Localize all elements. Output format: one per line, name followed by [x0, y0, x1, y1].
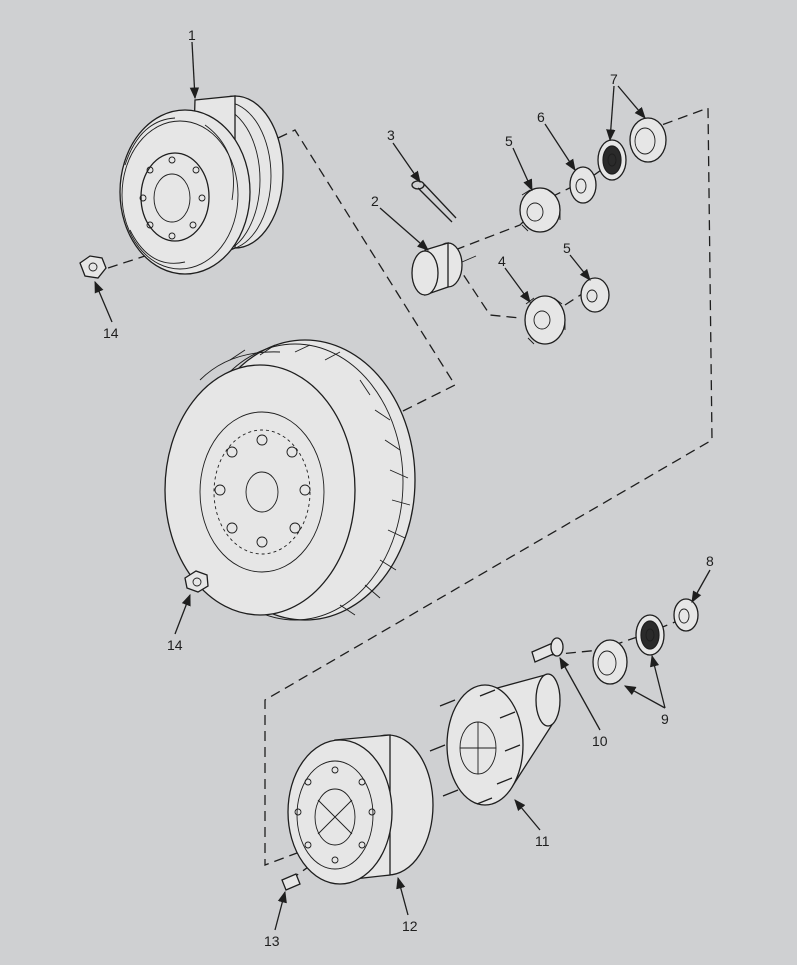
hub-studs: [429, 689, 521, 805]
tire-assembly: [164, 339, 416, 621]
callout-13: 13: [264, 933, 280, 949]
callout-14-lower: 14: [167, 637, 183, 653]
wheel-stud: [531, 637, 564, 663]
callout-7: 7: [610, 71, 618, 87]
callout-5-top: 5: [505, 133, 513, 149]
inner-bearing-cone: [635, 614, 665, 656]
rim-stud-holes: [139, 156, 206, 240]
callout-labels: 1 3 2 5 6 7 4 5 14 14 8 9 10 11 12 13: [103, 27, 714, 949]
lug-nut-top: [79, 255, 107, 279]
wheel-rim: [119, 95, 284, 275]
callout-4: 4: [498, 253, 506, 269]
washer: [569, 166, 597, 204]
callout-5-lower: 5: [563, 240, 571, 256]
cotter-pin: [411, 180, 457, 223]
outer-bearing-cup: [629, 117, 667, 163]
inner-bearing-cup: [592, 639, 628, 685]
castle-nut-lower: [524, 295, 566, 345]
lug-nut-lower: [184, 570, 209, 593]
grease-seal: [673, 598, 699, 632]
tire-stud-holes: [214, 434, 311, 548]
brake-drum: [287, 734, 434, 885]
callout-1: 1: [188, 27, 196, 43]
drum-screw: [281, 873, 301, 891]
callout-11: 11: [535, 833, 550, 849]
callout-8: 8: [706, 553, 714, 569]
callout-6: 6: [537, 109, 545, 125]
callout-3: 3: [387, 127, 395, 143]
nut-lower: [580, 277, 610, 313]
leader-lines: [94, 41, 711, 931]
hub-cap: [411, 242, 477, 296]
drum-bolt-holes: [294, 766, 376, 864]
wheel-hub: [429, 673, 561, 806]
callout-12: 12: [402, 918, 418, 934]
callout-14-top: 14: [103, 325, 119, 341]
callout-2: 2: [371, 193, 379, 209]
callout-9: 9: [661, 711, 669, 727]
castle-nut-top: [519, 187, 561, 233]
callout-10: 10: [592, 733, 608, 749]
outer-bearing-cone: [597, 139, 627, 181]
